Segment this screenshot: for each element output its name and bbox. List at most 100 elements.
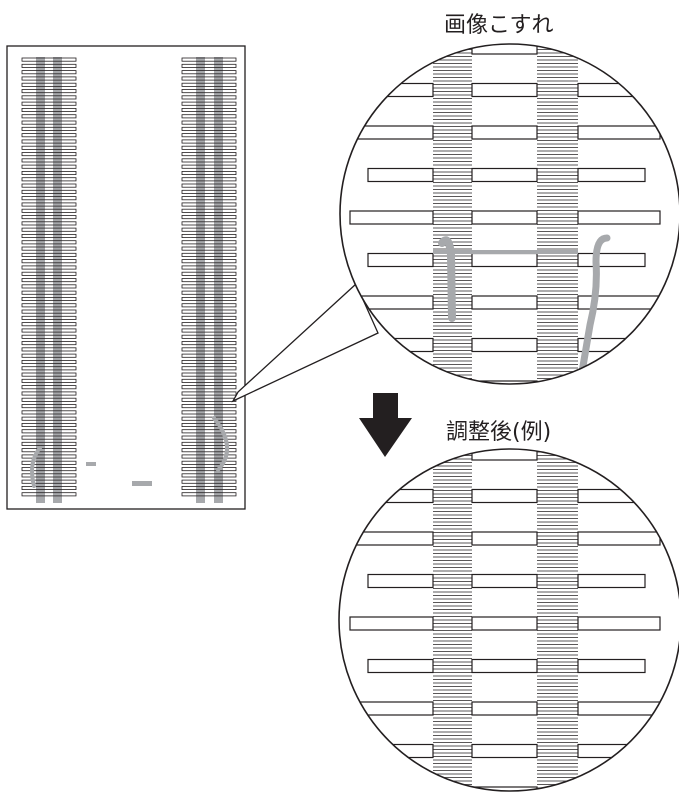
sheet-bar [181,271,237,276]
sheet-bar [181,164,237,169]
print-sample-sheet [6,45,246,510]
sheet-bar [181,410,237,415]
block-bar [577,658,646,674]
sheet-bar [181,385,237,390]
sheet-bar [21,296,77,301]
sheet-bar [181,315,237,320]
magnified-smears [433,234,611,376]
sheet-bar [181,177,237,182]
sheet-bar [21,454,77,459]
sheet-bar [21,473,77,478]
sheet-bar [181,290,237,295]
sheet-bar [21,322,77,327]
sheet-bar [21,82,77,87]
block-bar [349,210,434,225]
sheet-smear-right [212,416,229,472]
sheet-bar [181,233,237,238]
block-bar [577,616,661,631]
sheet-bar [181,189,237,194]
sheet-bar [21,95,77,100]
sheet-bar [21,133,77,138]
block-bar [367,488,434,504]
block-bar [471,743,538,759]
block-bar [471,658,538,674]
block-bar [367,573,434,589]
sheet-bar [181,95,237,100]
sheet-bar [21,57,77,62]
sheet-bar [181,309,237,314]
sheet-bar [21,215,77,220]
sheet-bar [181,108,237,113]
sheet-bar [21,422,77,427]
sheet-bar [181,246,237,251]
sheet-bar [21,76,77,81]
magnified-after [338,448,679,792]
block-bar [577,449,661,461]
sheet-bar [181,120,237,125]
sheet-bar [21,328,77,333]
sheet-bar [181,391,237,396]
sheet-bar [21,290,77,295]
block-bar [471,295,538,310]
block-bar [471,167,538,183]
sheet-bar [181,422,237,427]
sheet-bar [21,108,77,113]
sheet-bar [21,252,77,257]
block-bar [367,167,434,183]
before-label: 画像こすれ [444,13,554,38]
block-bar [367,658,434,674]
after-label: 調整後(例) [446,420,552,445]
block-bar [577,210,661,225]
sheet-bar [21,145,77,150]
sheet-bar [181,196,237,201]
sheet-bar [181,404,237,409]
block-bar [471,252,538,268]
sheet-bar [21,309,77,314]
sheet-border [6,45,246,510]
sheet-bar [21,202,77,207]
sheet-bar [181,485,237,490]
block-bar [577,573,646,589]
sheet-bar [181,101,237,106]
sheet-bar [181,347,237,352]
block-bar [577,531,661,546]
sheet-bar [21,278,77,283]
sheet-bar [181,152,237,157]
block-bar [349,701,434,716]
sheet-bar [181,63,237,68]
sheet-bar [21,479,77,484]
sheet-bar [21,467,77,472]
sheet-bar [181,114,237,119]
sheet-bar [21,385,77,390]
block-bar [577,252,646,268]
sheet-bar [181,284,237,289]
sheet-bar [21,315,77,320]
sheet-bar [181,328,237,333]
down-arrow-icon [359,393,412,457]
sheet-bar [181,126,237,131]
sheet-bar [181,252,237,257]
sheet-bar [181,366,237,371]
block-bar [471,573,538,589]
sheet-bar [21,164,77,169]
sheet-smear-left [30,446,42,488]
block-bar [349,44,434,55]
sheet-bar [181,158,237,163]
sheet-bar [181,76,237,81]
sheet-bar [181,322,237,327]
sheet-bar [181,372,237,377]
sheet-bar [21,485,77,490]
sheet-bar [21,284,77,289]
sheet-bar [181,467,237,472]
sheet-bar [181,215,237,220]
sheet-bar [21,416,77,421]
sheet-smear-marks [30,416,229,488]
sheet-bar [181,145,237,150]
sheet-bar [181,82,237,87]
sheet-bar [21,353,77,358]
sheet-bar [21,177,77,182]
sheet-bar [21,189,77,194]
sheet-bar [181,460,237,465]
sheet-bar [21,397,77,402]
